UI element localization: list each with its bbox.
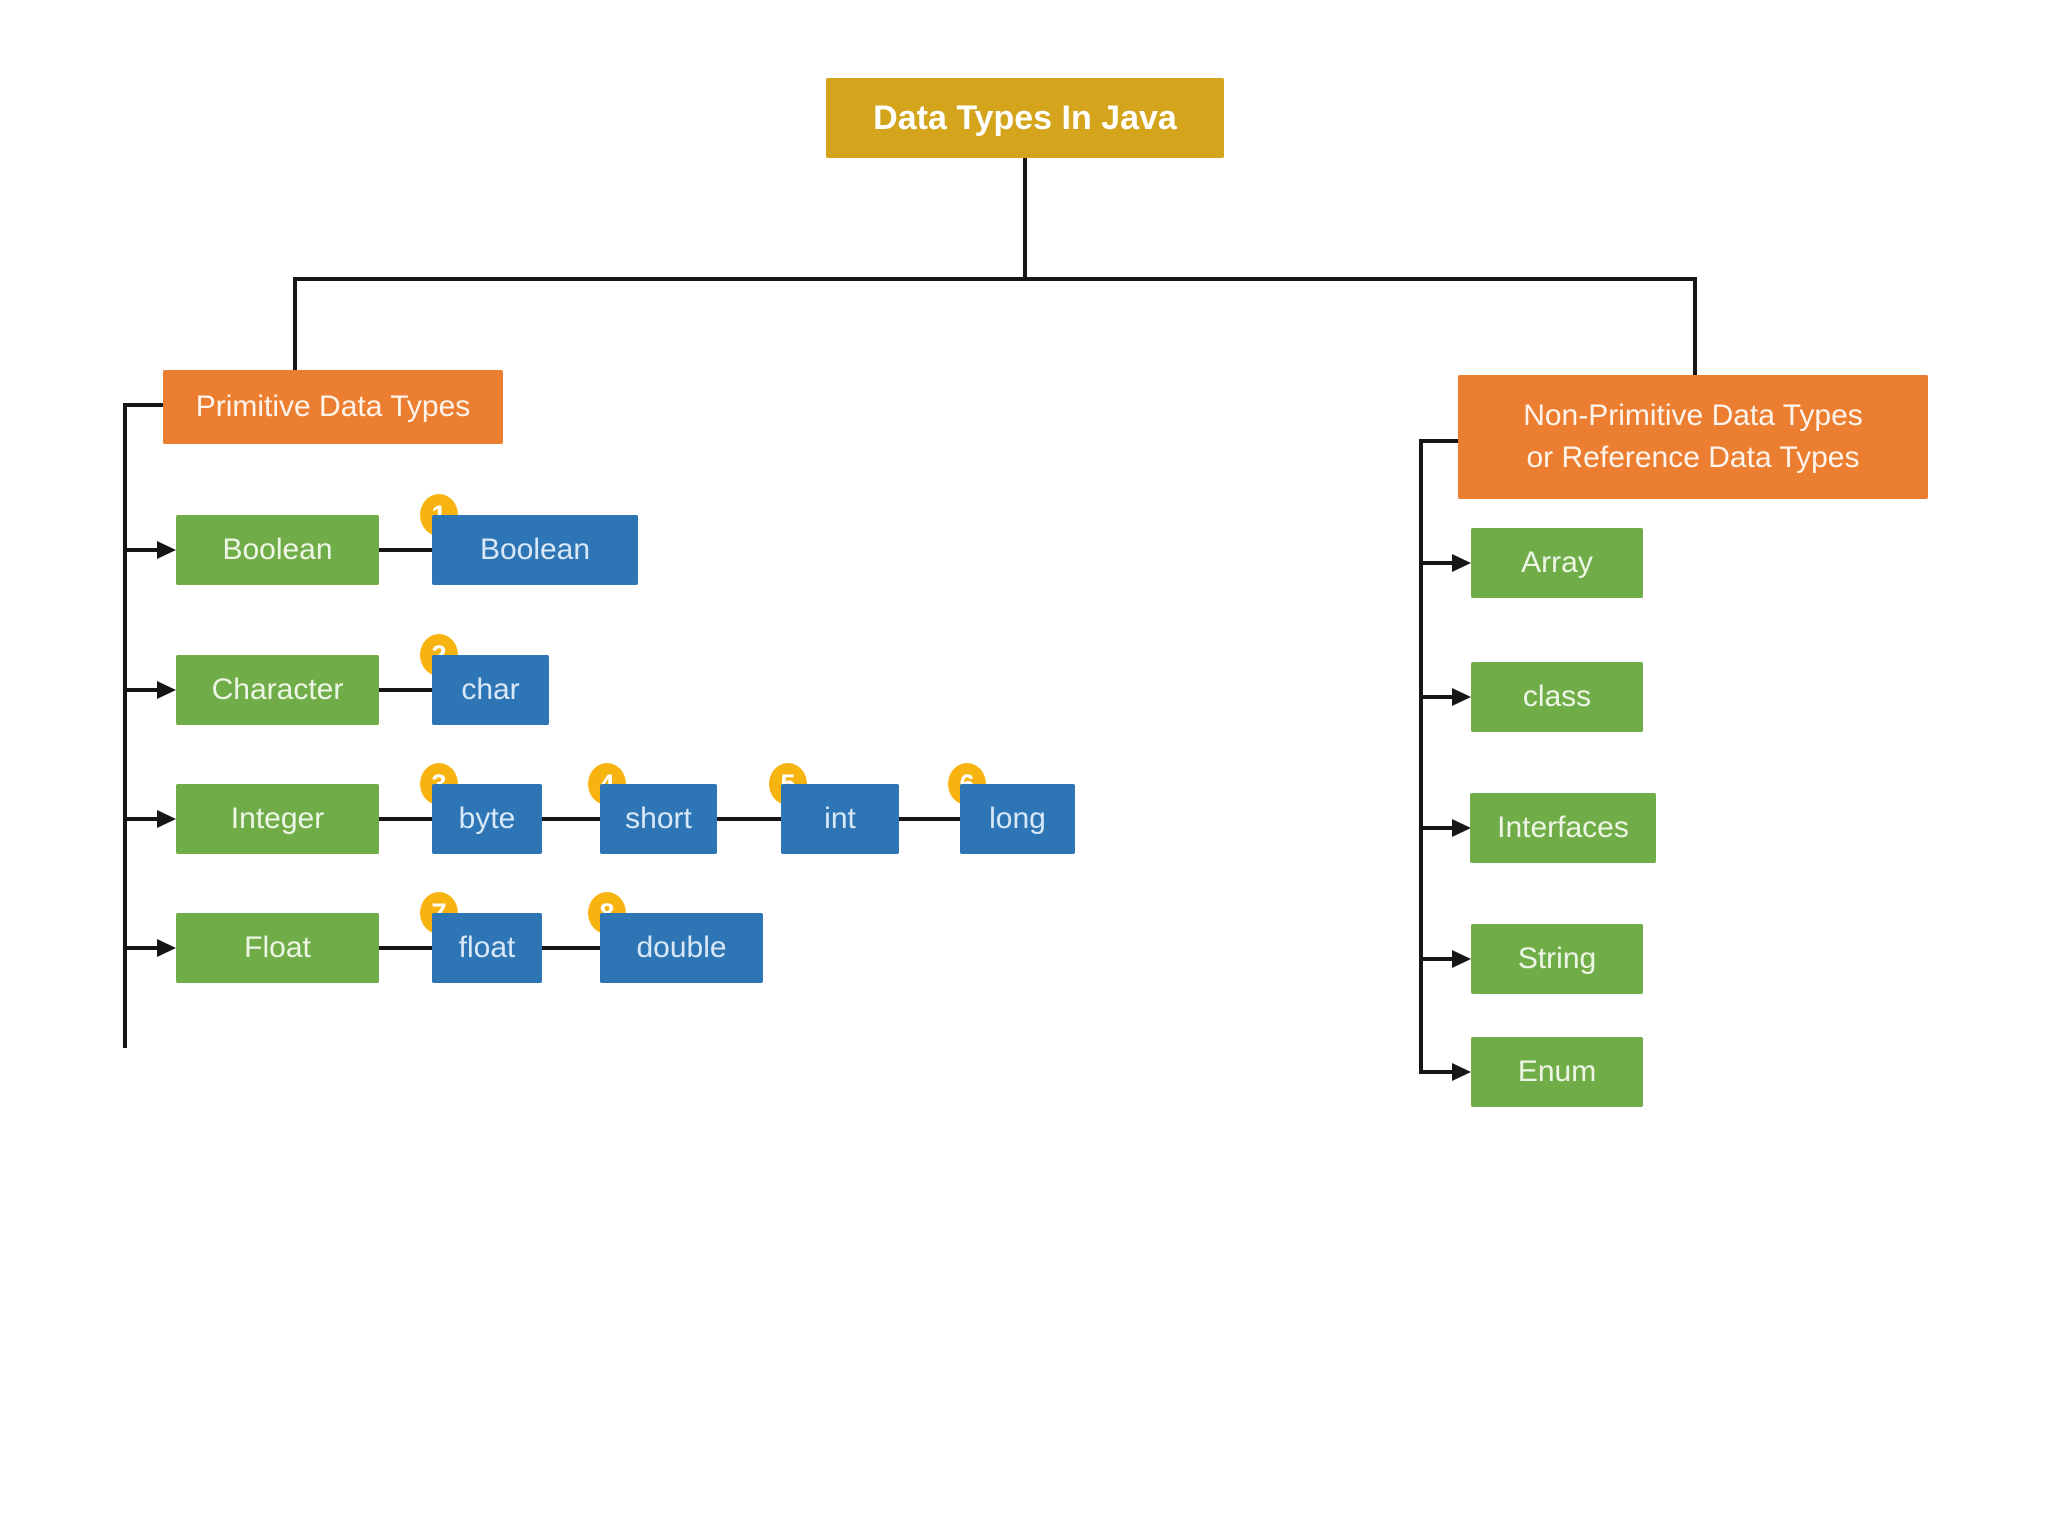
connector-line [379, 548, 432, 552]
arrowhead-icon [1452, 554, 1471, 572]
node-type-short: short [600, 784, 717, 854]
connector-line [379, 817, 432, 821]
arrow-line-string [1421, 957, 1453, 961]
non-primitive-drop-line [1693, 277, 1697, 377]
node-enum: Enum [1471, 1037, 1643, 1107]
primitive-header-box: Primitive Data Types [163, 370, 503, 444]
node-category-integer: Integer [176, 784, 379, 854]
arrow-line-interfaces [1421, 826, 1453, 830]
node-type-char: char [432, 655, 549, 725]
arrowhead-icon [1452, 1063, 1471, 1081]
node-type-int: int [781, 784, 899, 854]
node-category-character: Character [176, 655, 379, 725]
node-string: String [1471, 924, 1643, 994]
left-spine-horizontal [125, 403, 165, 407]
node-interfaces: Interfaces [1470, 793, 1656, 863]
node-type-double: double [600, 913, 763, 983]
arrow-line-array [1421, 561, 1453, 565]
arrow-line-class [1421, 695, 1453, 699]
connector-line [542, 817, 600, 821]
connector-line [899, 817, 960, 821]
left-spine-vertical [123, 403, 127, 1048]
arrow-line-character [125, 688, 159, 692]
connector-line [379, 688, 432, 692]
node-type-float: float [432, 913, 542, 983]
arrow-line-enum [1421, 1070, 1453, 1074]
arrowhead-icon [1452, 819, 1471, 837]
arrowhead-icon [157, 681, 176, 699]
arrowhead-icon [1452, 688, 1471, 706]
non-primitive-header-box: Non-Primitive Data Types or Reference Da… [1458, 375, 1928, 499]
node-type-long: long [960, 784, 1075, 854]
arrow-line-integer [125, 817, 159, 821]
node-array: Array [1471, 528, 1643, 598]
primitive-drop-line [293, 277, 297, 370]
node-type-byte: byte [432, 784, 542, 854]
non-primitive-header-label: Non-Primitive Data Types or Reference Da… [1523, 399, 1863, 474]
arrowhead-icon [157, 541, 176, 559]
arrowhead-icon [157, 810, 176, 828]
node-class: class [1471, 662, 1643, 732]
node-category-boolean: Boolean [176, 515, 379, 585]
branch-line [293, 277, 1697, 281]
right-spine-vertical [1419, 439, 1423, 1074]
arrow-line-boolean [125, 548, 159, 552]
arrow-line-float [125, 946, 159, 950]
right-spine-horizontal [1419, 439, 1458, 443]
arrowhead-icon [1452, 950, 1471, 968]
connector-line [379, 946, 432, 950]
title-box: Data Types In Java [826, 78, 1224, 158]
arrowhead-icon [157, 939, 176, 957]
node-category-float: Float [176, 913, 379, 983]
connector-line [542, 946, 600, 950]
title-drop-line [1023, 158, 1027, 280]
node-type-boolean: Boolean [432, 515, 638, 585]
connector-line [717, 817, 781, 821]
